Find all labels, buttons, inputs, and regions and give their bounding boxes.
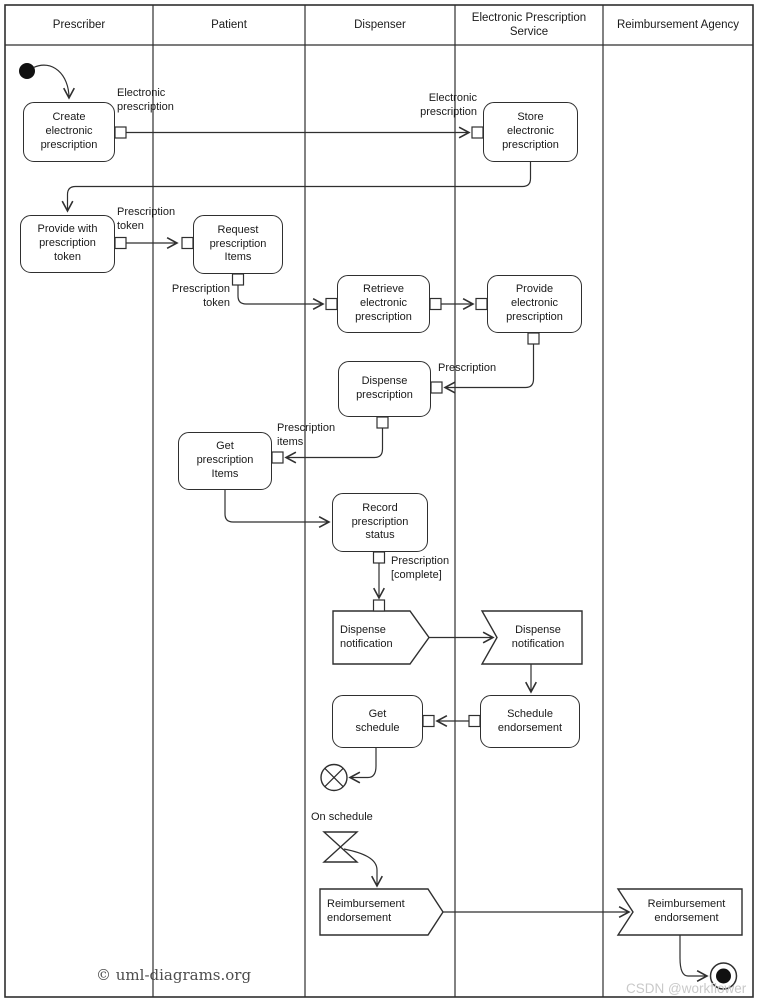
pin-create-out: [114, 126, 127, 139]
label-prescription-complete: Prescription [complete]: [391, 555, 450, 582]
pin-dispense-notif-in: [372, 599, 386, 612]
label-prescription-token-2: Prescription token: [171, 283, 230, 310]
send-signal-dispense-notification-label: Dispense notification: [340, 623, 393, 650]
pin-dispense-out: [376, 416, 389, 429]
activity-create-electronic-prescription: Create electronic prescription: [23, 102, 115, 162]
label-prescription-token-1: Prescription token: [117, 206, 176, 233]
pin-dispense-in: [430, 381, 443, 394]
label-prescription-items: Prescription items: [277, 422, 336, 449]
pin-request-out: [231, 273, 245, 286]
activity-retrieve-electronic-prescription: Retrieve electronic prescription: [337, 275, 430, 333]
lane-header-electronic-prescription-service: Electronic Prescription Service: [471, 11, 587, 38]
activity-dispense-prescription: Dispense prescription: [338, 361, 431, 417]
edge-request-to-retrieve: [237, 285, 325, 310]
pin-store-in: [471, 126, 484, 139]
activity-request-prescription-items: Request prescription Items: [193, 215, 283, 274]
receive-signal-dispense-notification-label: Dispense notification: [511, 623, 565, 650]
pin-retrieve-out: [429, 297, 442, 311]
activity-provide-with-prescription-token: Provide with prescription token: [20, 215, 115, 273]
receive-signal-reimbursement-endorsement-label: Reimbursement endorsement: [647, 898, 726, 924]
flow-final-node: [320, 763, 348, 792]
edge-reimb-recv-to-final: [679, 935, 709, 982]
edge-store-to-provide-token: [61, 162, 532, 213]
edge-get-items-to-record: [224, 490, 331, 528]
watermark-csdn: CSDN @workflower: [626, 981, 747, 996]
time-event-hourglass-icon: [322, 831, 359, 863]
lane-header-reimbursement-agency: Reimbursement Agency: [616, 18, 740, 31]
pin-get-schedule-in: [422, 714, 435, 728]
lane-header-prescriber: Prescriber: [52, 18, 106, 31]
pin-provide-elec-out: [527, 332, 540, 345]
activity-store-electronic-prescription: Store electronic prescription: [483, 102, 578, 162]
send-signal-reimbursement-endorsement-label: Reimbursement endorsement: [327, 898, 405, 924]
edge-initial-to-create: [33, 64, 75, 100]
activity-provide-electronic-prescription: Provide electronic prescription: [487, 275, 582, 333]
label-electronic-prescription-1: Electronic prescription: [117, 87, 174, 114]
pin-record-out: [372, 551, 386, 564]
activity-record-prescription-status: Record prescription status: [332, 493, 428, 552]
label-on-schedule: On schedule: [311, 811, 373, 823]
pin-provide-elec-in: [475, 297, 488, 311]
pin-provide-token-out: [114, 236, 127, 250]
pin-schedule-out: [468, 714, 481, 728]
lane-header-patient: Patient: [211, 18, 247, 31]
pin-get-items-in: [271, 451, 284, 464]
edge-hourglass-to-reimb-send: [343, 848, 383, 888]
watermark-uml-diagrams: © uml-diagrams.org: [96, 966, 252, 984]
label-prescription: Prescription: [438, 362, 497, 374]
label-electronic-prescription-2: Electronic prescription: [420, 92, 477, 119]
pin-request-in: [181, 236, 194, 250]
pin-retrieve-in: [325, 297, 338, 311]
edge-get-schedule-to-flow-final: [348, 748, 377, 784]
activity-schedule-endorsement: Schedule endorsement: [480, 695, 580, 748]
activity-get-schedule: Get schedule: [332, 695, 423, 748]
activity-get-prescription-items: Get prescription Items: [178, 432, 272, 490]
initial-node: [19, 63, 35, 79]
lane-header-dispenser: Dispenser: [354, 18, 406, 31]
